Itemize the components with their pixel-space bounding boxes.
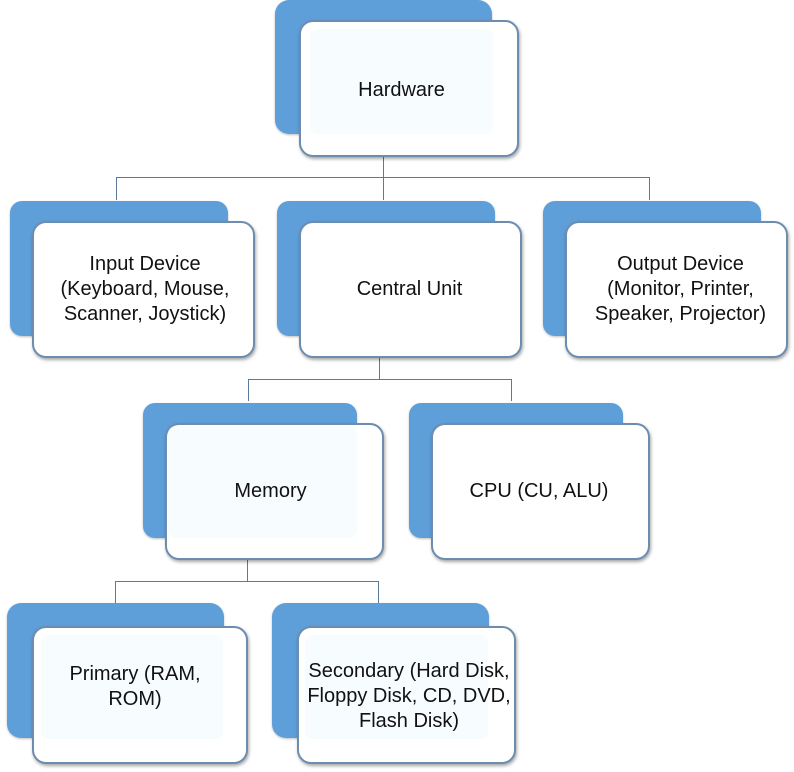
connector-to-secondary	[378, 581, 379, 603]
node-label: Central Unit	[356, 277, 463, 300]
node-label: Output Device (Monitor, Printer, Speaker…	[594, 252, 767, 325]
node-output-device[interactable]: Output Device (Monitor, Printer, Speaker…	[543, 201, 788, 358]
connector-memory-stem	[247, 538, 248, 582]
node-label: Secondary (Hard Disk, Floppy Disk, CD, D…	[307, 659, 511, 732]
node-highlight	[310, 29, 493, 134]
node-secondary[interactable]: Secondary (Hard Disk, Floppy Disk, CD, D…	[272, 603, 516, 764]
connector-to-output	[649, 177, 650, 200]
node-label: CPU (CU, ALU)	[469, 479, 609, 502]
node-highlight	[305, 635, 488, 739]
node-highlight	[41, 635, 223, 739]
node-label: Hardware	[358, 78, 445, 101]
node-memory[interactable]: Memory	[143, 403, 384, 560]
node-label: Memory	[234, 479, 307, 502]
node-label: Input Device (Keyboard, Mouse, Scanner, …	[60, 252, 230, 325]
node-label: Primary (RAM, ROM)	[69, 663, 201, 710]
node-card	[299, 221, 522, 358]
node-input-device[interactable]: Input Device (Keyboard, Mouse, Scanner, …	[10, 201, 255, 358]
node-primary[interactable]: Primary (RAM, ROM)	[7, 603, 248, 764]
connector-to-central	[383, 177, 384, 200]
connector-level3-bar	[115, 581, 379, 582]
connector-level2-bar	[248, 379, 511, 380]
node-highlight	[168, 426, 357, 538]
node-central-unit[interactable]: Central Unit	[277, 201, 522, 358]
node-card	[431, 423, 650, 560]
connector-to-cpu	[511, 379, 512, 401]
node-card	[32, 221, 255, 358]
node-cpu[interactable]: CPU (CU, ALU)	[409, 403, 650, 560]
node-card	[565, 221, 788, 358]
node-hardware[interactable]: Hardware	[275, 0, 519, 157]
connector-to-memory	[248, 379, 249, 401]
connector-to-input	[116, 177, 117, 200]
connector-to-primary	[115, 581, 116, 603]
